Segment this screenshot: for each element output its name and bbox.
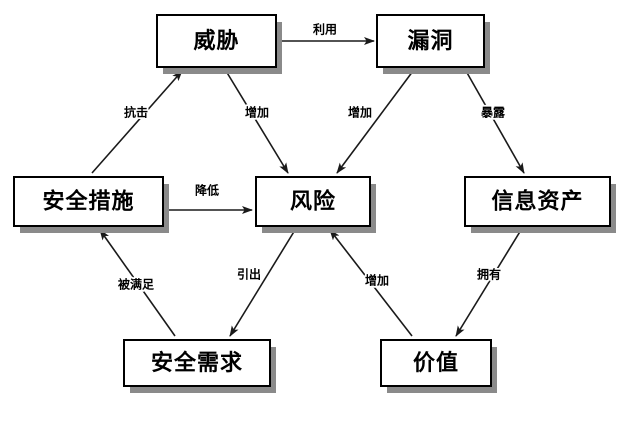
edge-label-halo-e6: 降低 [195, 183, 219, 198]
edge-label-e2: 抗击 [124, 105, 148, 120]
node-label-safeguard: 安全措施 [42, 189, 134, 215]
node-box-value[interactable] [380, 339, 492, 387]
edge-label-e6: 降低 [195, 183, 219, 198]
edge-label-halo-e3: 增加 [245, 105, 269, 120]
node-label-risk: 风险 [290, 189, 336, 215]
edge-label-e7: 被满足 [118, 277, 154, 292]
edge-label-halo-e7: 被满足 [118, 277, 154, 292]
edge-vulnerability-to-asset [465, 70, 525, 174]
edge-asset-to-value [455, 229, 522, 337]
node-risk[interactable]: 风险 [255, 176, 376, 233]
edge-label-halo-e9: 增加 [365, 273, 389, 288]
edge-label-halo-e4: 增加 [348, 105, 372, 120]
edge-requirement-to-safeguard [99, 229, 176, 337]
edge-safeguard-to-threat [91, 70, 183, 174]
edge-vulnerability-to-risk [336, 70, 414, 174]
edge-label-e4: 增加 [348, 105, 372, 120]
node-box-asset[interactable] [464, 176, 611, 227]
edge-label-halo-e1: 利用 [313, 22, 337, 37]
node-box-safeguard[interactable] [13, 176, 164, 227]
node-box-threat[interactable] [156, 14, 277, 68]
edge-label-e10: 拥有 [477, 267, 501, 282]
edge-label-e9: 增加 [365, 273, 389, 288]
edge-label-e3: 增加 [245, 105, 269, 120]
node-label-threat: 威胁 [193, 28, 239, 54]
node-label-value: 价值 [413, 350, 459, 376]
node-asset[interactable]: 信息资产 [464, 176, 616, 233]
node-label-vulnerability: 漏洞 [407, 28, 453, 54]
node-safeguard[interactable]: 安全措施 [13, 176, 169, 233]
node-label-asset: 信息资产 [491, 189, 583, 215]
node-requirement[interactable]: 安全需求 [123, 339, 276, 393]
node-box-vulnerability[interactable] [376, 14, 485, 68]
edge-label-halo-e5: 暴露 [480, 106, 506, 120]
edge-label-halo-e2: 抗击 [124, 105, 148, 120]
edge-label-e1: 利用 [313, 22, 337, 37]
node-box-risk[interactable] [255, 176, 371, 227]
node-label-requirement: 安全需求 [151, 350, 243, 376]
edge-label-e5: 暴露 [480, 106, 506, 120]
node-value[interactable]: 价值 [380, 339, 497, 393]
edges-layer [91, 37, 525, 337]
edge-labels-layer: 利用利用抗击抗击增加增加增加增加暴露暴露降低降低被满足被满足引出引出增加增加拥有… [116, 20, 508, 294]
edge-value-to-risk [329, 229, 413, 337]
edge-label-halo-e8: 引出 [237, 267, 261, 282]
edge-label-halo-e10: 拥有 [477, 267, 501, 282]
node-threat[interactable]: 威胁 [156, 14, 282, 74]
edge-label-e8: 引出 [237, 267, 261, 282]
node-vulnerability[interactable]: 漏洞 [376, 14, 490, 74]
edge-risk-to-requirement [229, 229, 296, 337]
node-box-requirement[interactable] [123, 339, 271, 387]
edge-threat-to-risk [225, 70, 289, 174]
